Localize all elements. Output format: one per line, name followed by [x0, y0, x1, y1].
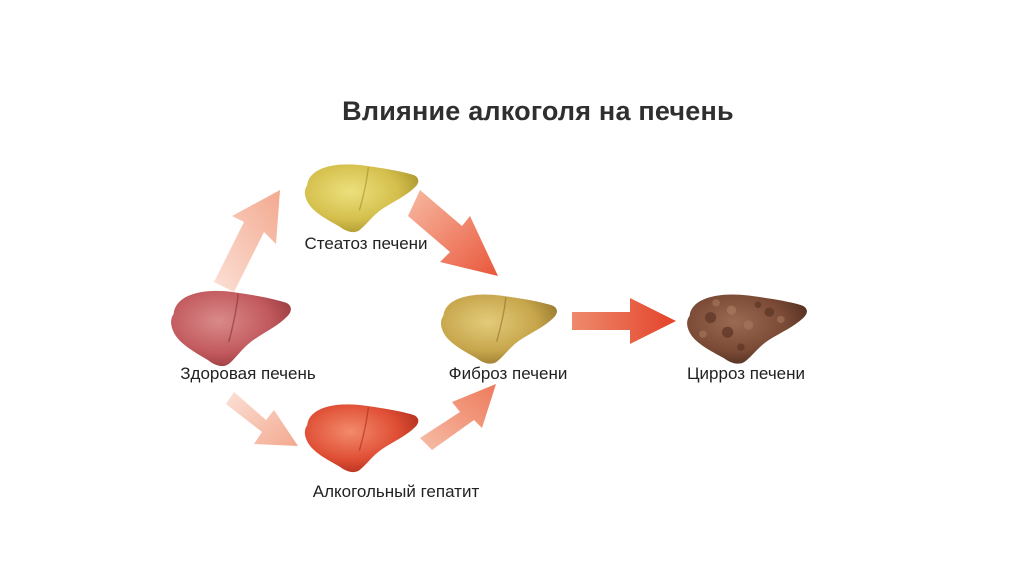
liver-steatosis [304, 164, 419, 233]
liver-fibrosis [440, 294, 557, 364]
label-steatosis: Стеатоз печени [304, 234, 428, 253]
arrow-hepatitis-to-fibrosis [420, 384, 496, 450]
liver-cirrhosis [687, 294, 807, 364]
liver-healthy [171, 290, 291, 367]
arrow-healthy-to-hepatitis [226, 392, 298, 446]
liver-hepatitis [304, 404, 419, 473]
label-hepatitis: Алкогольный гепатит [312, 482, 480, 501]
label-fibrosis: Фиброз печени [448, 364, 568, 383]
label-healthy: Здоровая печень [180, 364, 316, 383]
diagram-title: Влияние алкоголя на печень [342, 96, 734, 126]
arrow-healthy-to-steatosis [214, 190, 280, 292]
arrow-steatosis-to-fibrosis [408, 190, 498, 276]
arrow-fibrosis-to-cirrhosis [572, 298, 676, 344]
label-cirrhosis: Цирроз печени [686, 364, 806, 383]
